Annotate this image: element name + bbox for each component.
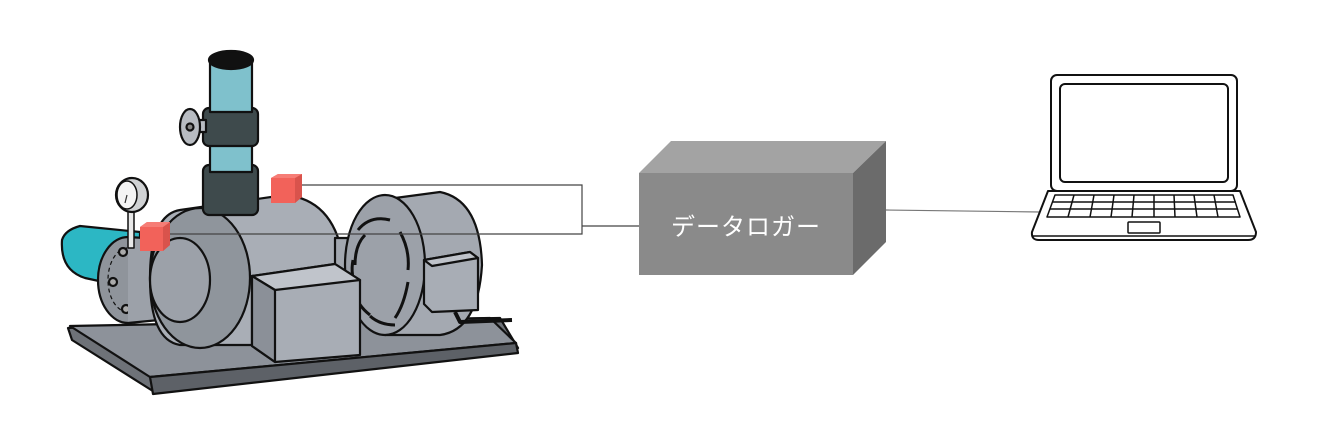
sensor-top xyxy=(271,174,302,203)
sensor-left xyxy=(140,222,170,251)
laptop-icon xyxy=(1030,74,1257,241)
sensor-wires xyxy=(160,184,639,235)
data-logger-box xyxy=(639,141,886,275)
logger-laptop-cable xyxy=(885,209,1041,213)
pump-motor-illustration xyxy=(60,49,520,396)
data-logger-label: データロガー xyxy=(671,212,821,241)
